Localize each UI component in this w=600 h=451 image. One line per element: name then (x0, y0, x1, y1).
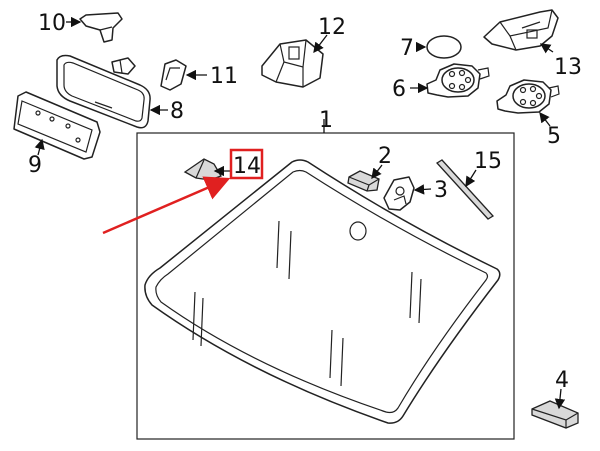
leader-5 (539, 111, 551, 127)
callout-6: 6 (392, 77, 406, 102)
leader-15 (465, 169, 477, 188)
leader-2 (371, 164, 383, 180)
leader-9 (34, 138, 45, 156)
leader-13 (539, 43, 554, 54)
callout-8: 8 (170, 99, 184, 124)
callout-14: 14 (233, 154, 261, 179)
part-8-mirror (56, 54, 151, 129)
part-7-gasket (426, 35, 462, 59)
part-12-sensor-housing (261, 39, 324, 88)
callout-9: 9 (28, 153, 42, 178)
leader-12 (313, 34, 328, 54)
part-5-sensor (496, 79, 560, 114)
callout-2: 2 (378, 144, 392, 169)
leader-4 (554, 388, 566, 410)
part-11-cover (160, 59, 187, 91)
callout-5: 5 (547, 124, 561, 149)
part-14-bracket (183, 158, 222, 181)
callout-15: 15 (474, 149, 502, 174)
windshield-glass (144, 159, 501, 424)
callout-1: 1 (319, 108, 333, 133)
callout-3: 3 (434, 178, 448, 203)
callout-4: 4 (555, 368, 569, 393)
part-15-strip (435, 159, 495, 220)
kit-frame (136, 132, 515, 440)
callout-11: 11 (210, 64, 238, 89)
part-10-clip (79, 12, 123, 43)
callout-10: 10 (38, 11, 66, 36)
part-3-bracket (383, 176, 415, 211)
part-4-block (531, 400, 579, 429)
leader-3 (413, 184, 432, 195)
callout-7: 7 (400, 36, 414, 61)
part-6-sensor (426, 63, 490, 98)
callout-14-highlight (229, 148, 264, 180)
callout-13: 13 (554, 55, 582, 80)
highlight-arrow (102, 176, 231, 235)
part-13-cover (483, 9, 559, 51)
callout-12: 12 (318, 15, 346, 40)
part-9-trim-panel (13, 91, 101, 160)
